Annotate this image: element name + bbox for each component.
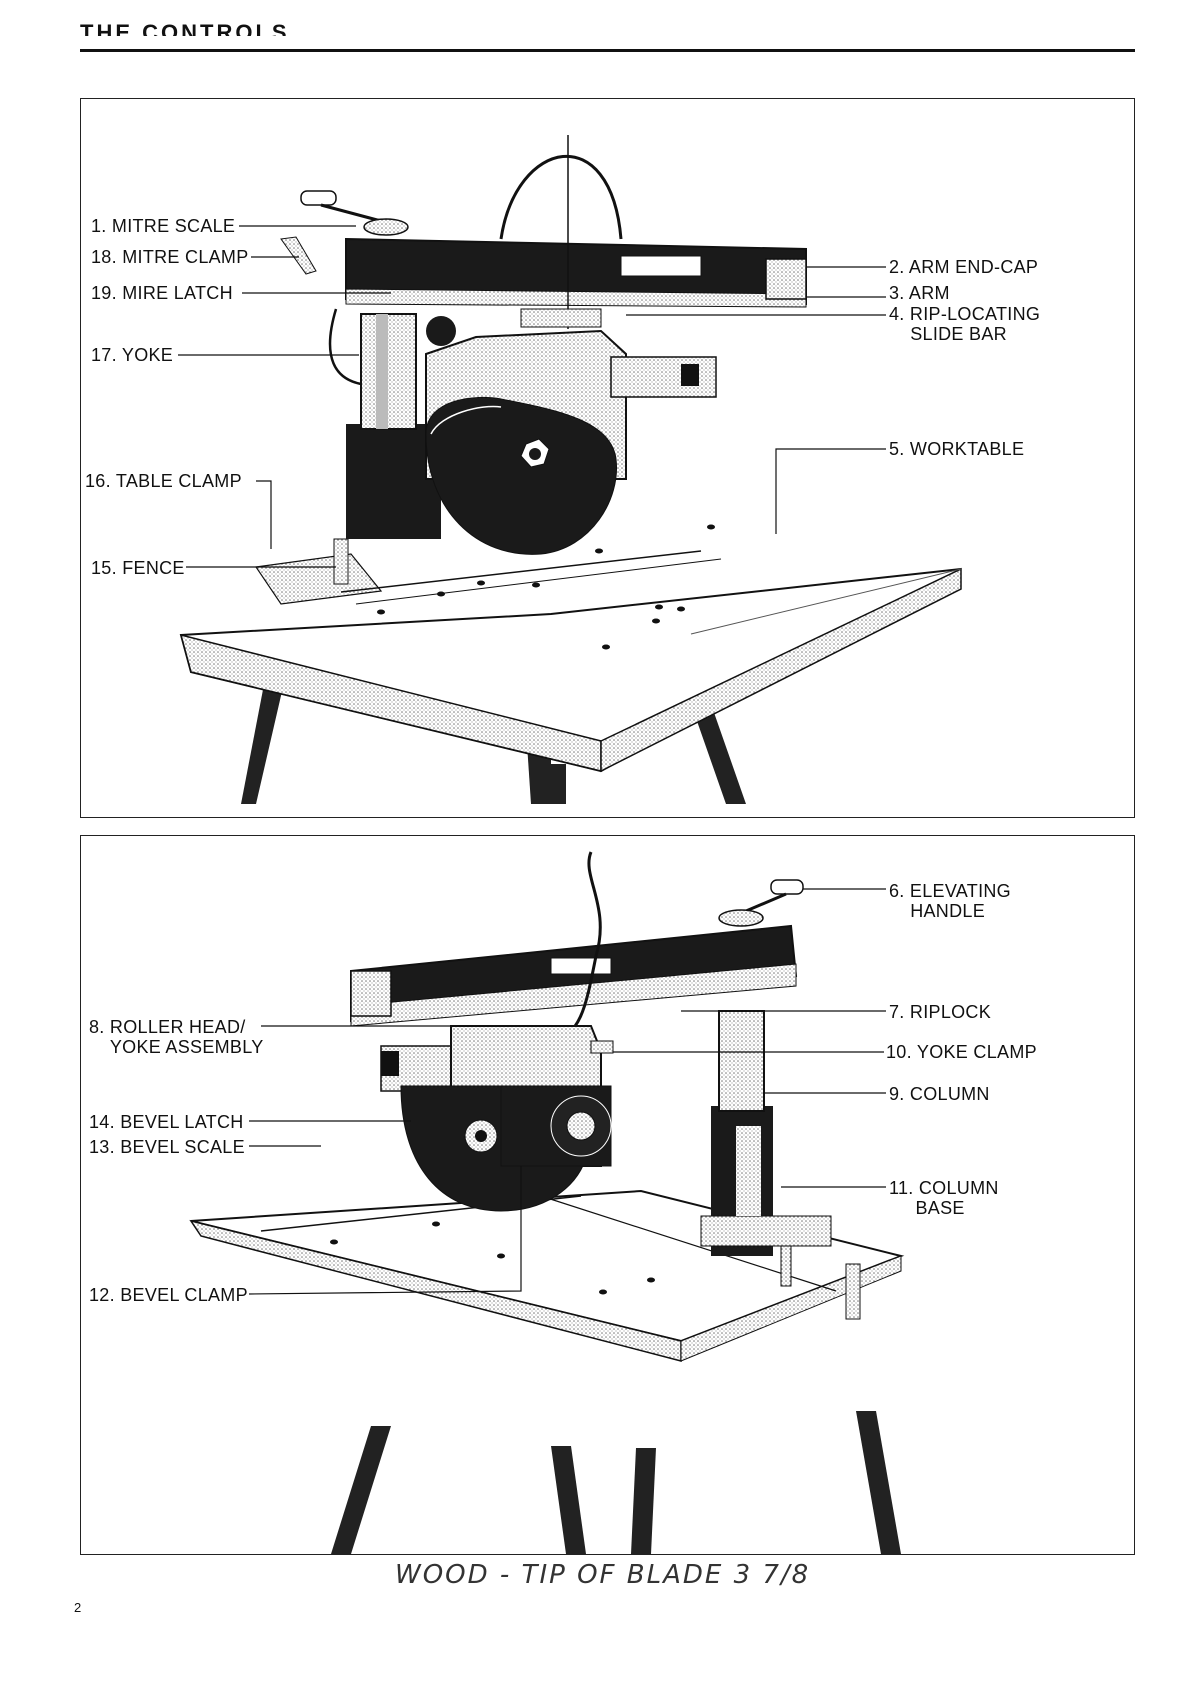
label-worktable: 5. WORKTABLE: [889, 439, 1025, 459]
table-legs: [241, 674, 746, 804]
arm-end-cap: [765, 258, 807, 300]
arm: [345, 237, 807, 308]
table-holes: [377, 524, 715, 650]
power-cable: [499, 155, 623, 240]
label-yoke-clamp: 10. YOKE CLAMP: [886, 1042, 1037, 1062]
label-arm-end-cap: 2. ARM END-CAP: [889, 257, 1039, 277]
arm-rear: [350, 924, 798, 1027]
label-yoke: 17. YOKE: [91, 345, 174, 365]
label-arm: 3. ARM: [889, 283, 950, 303]
handwritten-note: WOOD - TIP OF BLADE 3 7/8: [395, 1560, 811, 1590]
worktable: [179, 550, 962, 773]
fence: [333, 538, 349, 585]
label-rip-locating-slide-bar: 4. RIP-LOCATING SLIDE BAR: [889, 304, 1041, 344]
table-holes-rear: [330, 1221, 655, 1295]
label-elevating-handle: 6. ELEVATING HANDLE: [889, 881, 1011, 921]
motor-assembly-rear: [380, 1025, 614, 1212]
page-number: 2: [74, 1600, 82, 1615]
column: [346, 313, 441, 539]
label-bevel-latch: 14. BEVEL LATCH: [89, 1112, 244, 1132]
table-legs-rear: [331, 1411, 901, 1554]
label-roller-head-yoke-assembly: 8. ROLLER HEAD/ YOKE ASSEMBLY: [89, 1017, 264, 1057]
elevating-handle-rear: [718, 879, 804, 927]
page-header-title: THE CONTROLS: [80, 22, 290, 36]
label-table-clamp: 16. TABLE CLAMP: [85, 471, 242, 491]
label-mitre-clamp: 18. MITRE CLAMP: [91, 247, 249, 267]
elevating-handle: [280, 190, 409, 275]
label-bevel-scale: 13. BEVEL SCALE: [89, 1137, 245, 1157]
radial-arm-saw-front-illustration: [178, 135, 962, 804]
bottom-illustration-panel: 6. ELEVATING HANDLE 7. RIPLOCK 8. ROLLER…: [80, 835, 1135, 1555]
column-rear: [700, 1010, 832, 1256]
label-mitre-scale: 1. MITRE SCALE: [91, 216, 236, 236]
label-column: 9. COLUMN: [889, 1084, 990, 1104]
bottom-leader-lines: [248, 888, 886, 1295]
label-column-base: 11. COLUMN BASE: [889, 1178, 999, 1218]
label-mire-latch: 19. MIRE LATCH: [91, 283, 233, 303]
blade-guard: [425, 396, 618, 555]
label-riplock: 7. RIPLOCK: [889, 1002, 992, 1022]
fence-rear: [845, 1263, 861, 1320]
header-rule: [80, 49, 1135, 52]
radial-arm-saw-rear-illustration: [189, 851, 905, 1554]
label-bevel-clamp: 12. BEVEL CLAMP: [89, 1285, 248, 1305]
label-fence: 15. FENCE: [91, 558, 185, 578]
top-leader-lines: [178, 225, 886, 568]
top-illustration-panel: 1. MITRE SCALE 18. MITRE CLAMP 19. MIRE …: [80, 98, 1135, 818]
